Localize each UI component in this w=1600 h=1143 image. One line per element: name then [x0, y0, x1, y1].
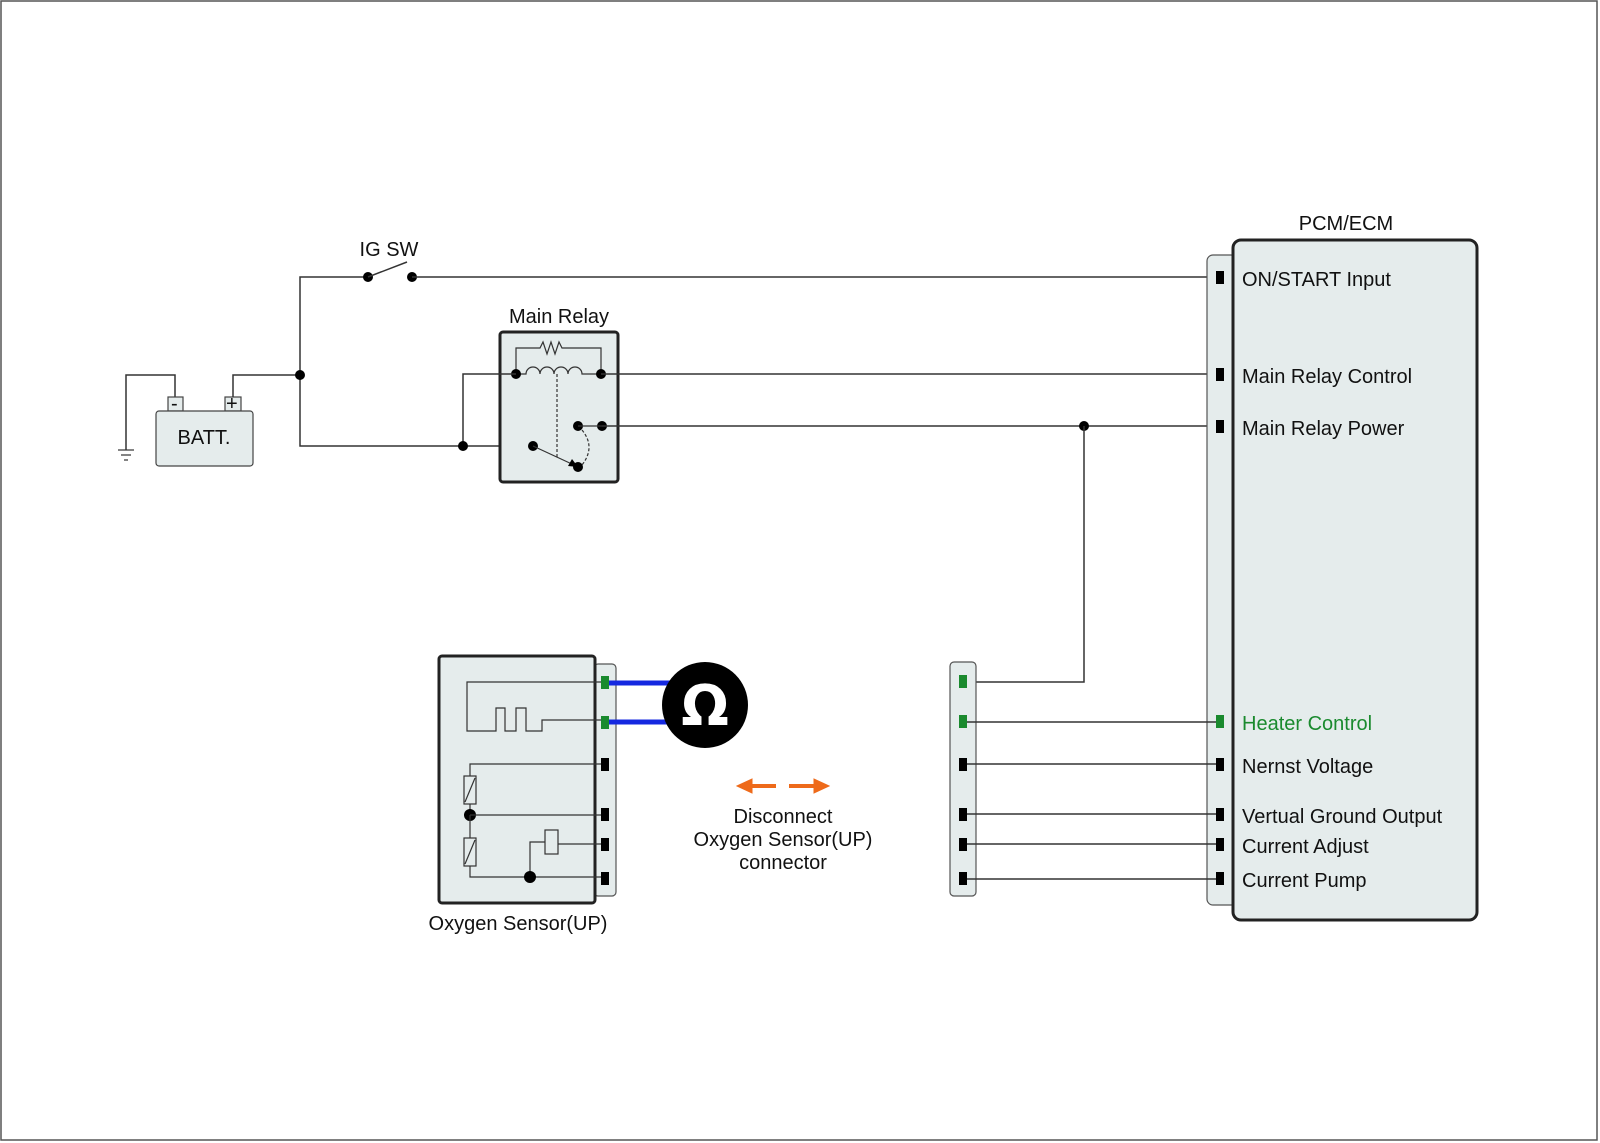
sensor-connector: [593, 663, 617, 897]
ecm: PCM/ECM ON/START Input Main Relay Contro…: [1206, 213, 1479, 922]
battery: - + BATT.: [118, 374, 300, 467]
ohmmeter: Ω: [609, 662, 748, 748]
pin-label-on-start-input: ON/START Input: [1242, 269, 1391, 291]
relay-coil-feed: [462, 373, 516, 446]
instruction-line: connector: [739, 852, 827, 874]
instruction-line: Disconnect: [734, 806, 833, 828]
disconnect-instruction: Disconnect Oxygen Sensor(UP) connector: [694, 778, 873, 874]
main-relay-label: Main Relay: [509, 306, 609, 328]
oxygen-sensor: Oxygen Sensor(UP): [429, 654, 617, 935]
pin-label-heater-control: Heater Control: [1242, 713, 1372, 735]
ohmmeter-body: [662, 662, 748, 748]
pos-terminal-label: +: [226, 393, 238, 415]
junction-dot: [458, 441, 468, 451]
ecm-pin: ON/START Input: [1216, 269, 1391, 291]
pin-label-main-relay-power: Main Relay Power: [1242, 418, 1405, 440]
ig-sw-label: IG SW: [360, 239, 419, 261]
ecm-pin: Main Relay Control: [1216, 366, 1412, 388]
main-relay: Main Relay: [498, 306, 620, 484]
supply-wire: [299, 276, 368, 375]
ecm-label: PCM/ECM: [1299, 213, 1393, 235]
ecm-pin: Current Adjust: [1216, 836, 1369, 858]
arrow-right-icon: [789, 778, 831, 794]
ecm-pin: Heater Control: [1216, 713, 1372, 735]
ecm-pin: Nernst Voltage: [1216, 756, 1373, 778]
ohm-icon: Ω: [681, 674, 729, 739]
pin-label-current-adjust: Current Adjust: [1242, 836, 1369, 858]
battery-label: BATT.: [178, 427, 231, 449]
harness-connector: [949, 661, 977, 897]
pin-label-virtual-ground-output: Vertual Ground Output: [1242, 806, 1443, 828]
pin-label-nernst-voltage: Nernst Voltage: [1242, 756, 1373, 778]
junction-dot: [295, 370, 305, 380]
heater-supply-wire: [963, 426, 1085, 683]
pin-label-current-pump: Current Pump: [1242, 870, 1367, 892]
ecm-pin: Current Pump: [1216, 870, 1367, 892]
supply-wire-lower: [299, 375, 533, 447]
ecm-pin: Vertual Ground Output: [1216, 806, 1443, 828]
pin-label-main-relay-control: Main Relay Control: [1242, 366, 1412, 388]
oxygen-sensor-label: Oxygen Sensor(UP): [429, 913, 608, 935]
instruction-line: Oxygen Sensor(UP): [694, 829, 873, 851]
ignition-switch: IG SW: [360, 239, 419, 282]
arrow-left-icon: [735, 778, 776, 794]
battery-body: [155, 410, 254, 467]
ground-icon: [118, 449, 134, 461]
ecm-pin: Main Relay Power: [1216, 418, 1405, 440]
neg-terminal-label: -: [171, 393, 178, 415]
